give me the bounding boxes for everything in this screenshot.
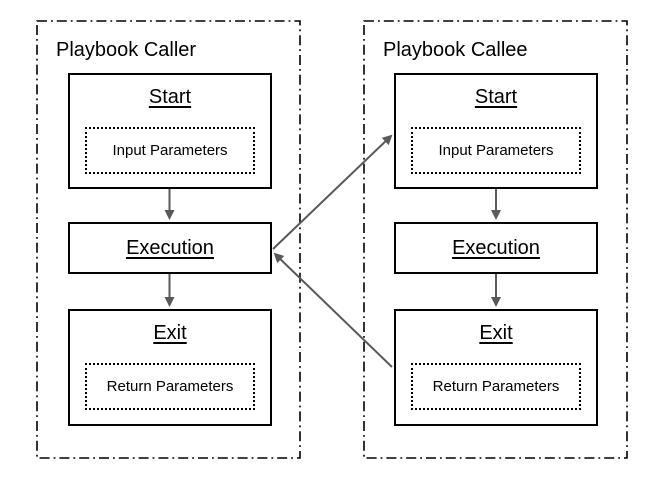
caller-execution-title: Execution	[126, 237, 214, 259]
playbook-caller-title: Playbook Caller	[56, 39, 197, 61]
playbook-callee-boundary	[363, 20, 628, 459]
callee-exit-node: Exit Return Parameters	[394, 309, 598, 426]
callee-return-parameters-box: Return Parameters	[411, 363, 581, 410]
playbook-caller-boundary	[36, 20, 301, 459]
callee-return-parameters-label: Return Parameters	[432, 378, 560, 395]
callee-start-title: Start	[474, 86, 518, 108]
caller-exit-node: Exit Return Parameters	[68, 309, 272, 426]
callee-input-parameters-label: Input Parameters	[438, 142, 554, 159]
caller-execution-to-callee-start-arrow	[272, 134, 393, 250]
caller-execution-node: Execution	[68, 222, 272, 274]
caller-return-parameters-label: Return Parameters	[106, 378, 234, 395]
caller-input-parameters-label: Input Parameters	[112, 142, 228, 159]
caller-start-title: Start	[148, 86, 192, 108]
callee-exit-title: Exit	[479, 322, 513, 344]
callee-execution-node: Execution	[394, 222, 598, 274]
callee-exit-to-caller-execution-arrow	[273, 252, 393, 368]
caller-return-parameters-box: Return Parameters	[85, 363, 255, 410]
callee-input-parameters-box: Input Parameters	[411, 127, 581, 174]
caller-exit-title: Exit	[153, 322, 187, 344]
playbook-callee-title: Playbook Callee	[383, 39, 528, 61]
callee-start-node: Start Input Parameters	[394, 73, 598, 189]
caller-start-node: Start Input Parameters	[68, 73, 272, 189]
callee-execution-title: Execution	[452, 237, 540, 259]
caller-input-parameters-box: Input Parameters	[85, 127, 255, 174]
